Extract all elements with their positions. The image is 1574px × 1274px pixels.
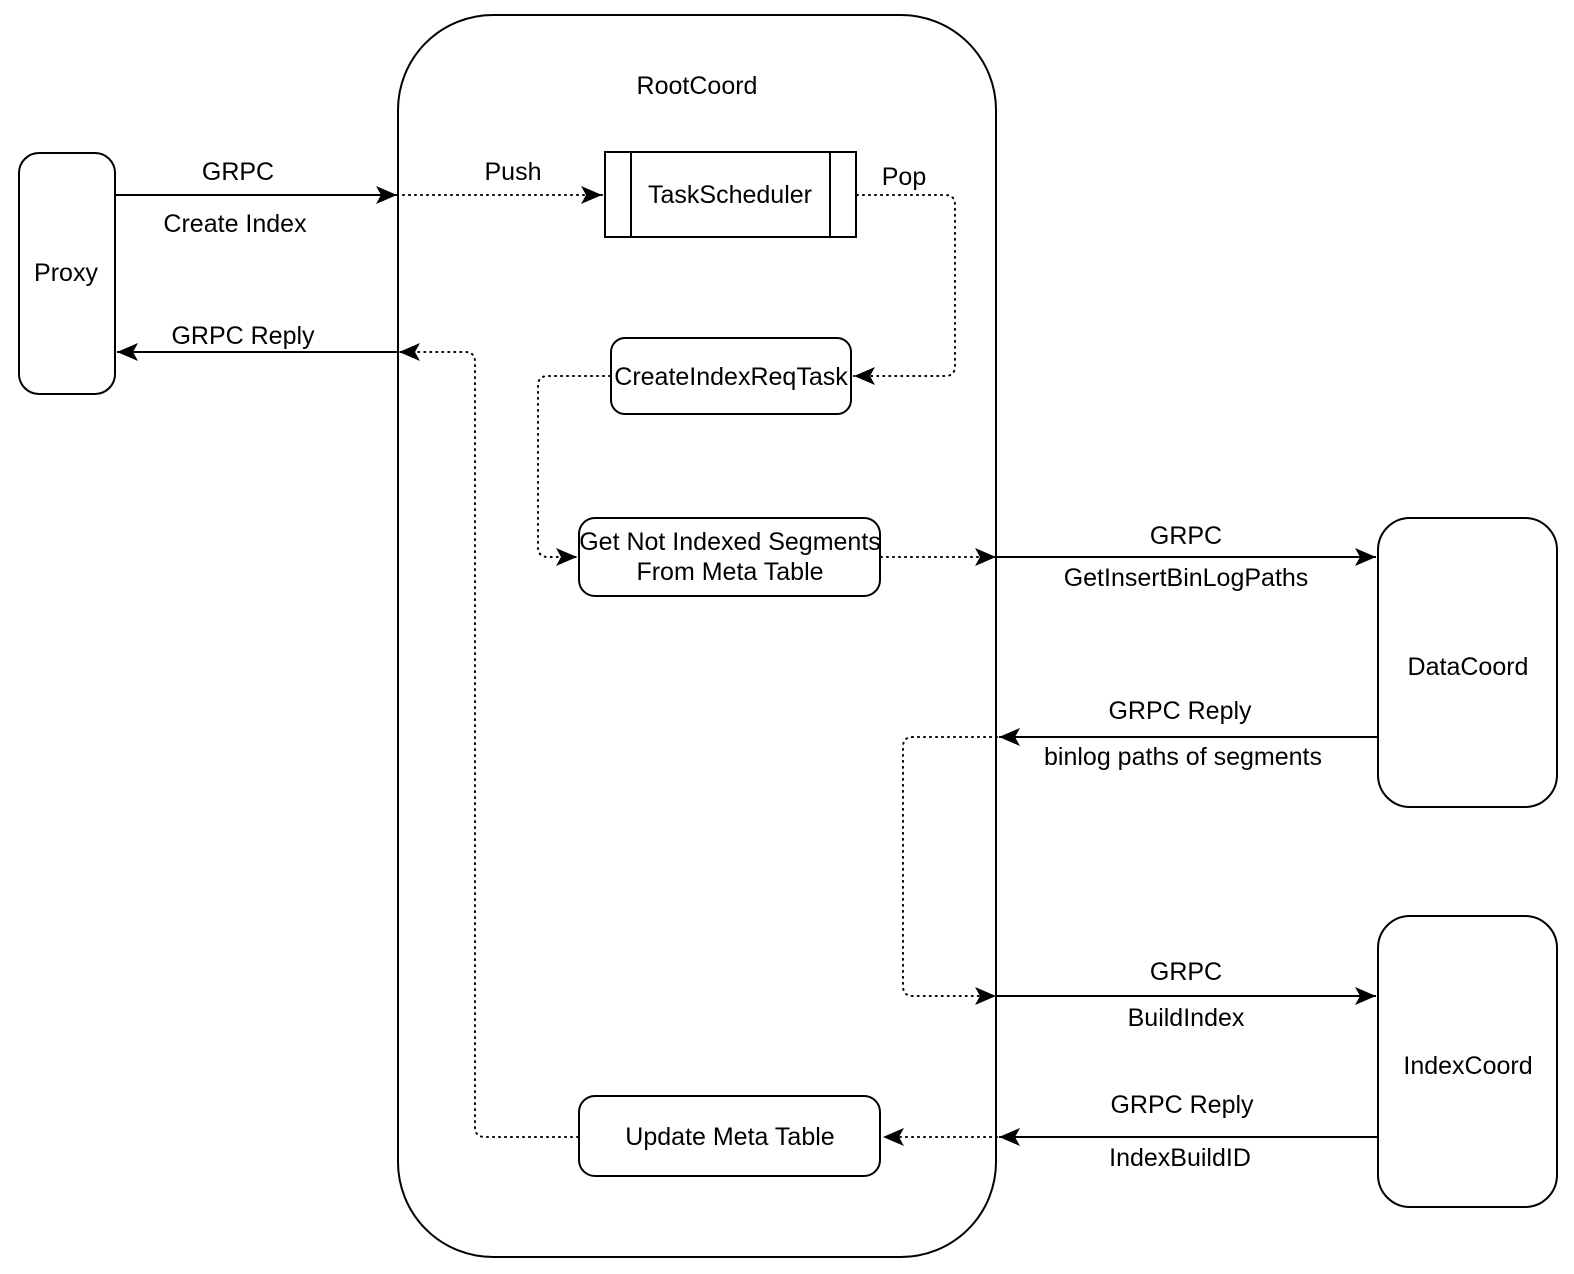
get-not-indexed-segments-label: Get Not Indexed Segments From Meta Table [579,528,881,586]
grpc-create-index-label-line1: GRPC [201,158,275,186]
grpc-reply-index-build-id-label-line1: GRPC Reply [1110,1091,1254,1119]
push-label: Push [484,158,542,186]
proxy-node [18,152,116,395]
grpc-reply-binlog-paths-label-line2: binlog paths of segments [1044,743,1322,771]
update-meta-table-node [578,1095,881,1177]
grpc-get-insert-binlog-paths-label-line2: GetInsertBinLogPaths [1063,564,1309,592]
pop-label: Pop [881,163,927,191]
rootcoord-label: RootCoord [636,72,758,100]
indexcoord-label: IndexCoord [1403,1052,1533,1080]
grpc-reply-proxy-label: GRPC Reply [171,322,315,350]
create-index-req-task-label: CreateIndexReqTask [614,363,848,391]
get-not-indexed-segments-node [578,517,881,597]
grpc-create-index-label-line2: Create Index [163,210,307,238]
edge-create-task-to-get-segments [537,375,611,566]
grpc-reply-binlog-paths-label-line1: GRPC Reply [1108,697,1252,725]
edge-binlog-reply-to-build-index [902,736,998,1005]
task-scheduler-label: TaskScheduler [648,181,812,209]
proxy-label: Proxy [34,259,98,287]
create-index-req-task-node [610,337,852,415]
rootcoord-container [397,14,997,1258]
edge-pop [853,194,956,385]
datacoord-label: DataCoord [1407,653,1529,681]
grpc-reply-index-build-id-label-line2: IndexBuildID [1109,1144,1251,1172]
grpc-build-index-label-line1: GRPC [1149,958,1223,986]
indexcoord-node [1377,915,1558,1208]
task-scheduler-node [604,151,857,238]
grpc-get-insert-binlog-paths-label-line1: GRPC [1149,522,1223,550]
edge-update-meta-to-grpc-reply [398,343,579,1138]
grpc-build-index-label-line2: BuildIndex [1127,1004,1245,1032]
datacoord-node [1377,517,1558,808]
update-meta-table-label: Update Meta Table [625,1123,835,1151]
